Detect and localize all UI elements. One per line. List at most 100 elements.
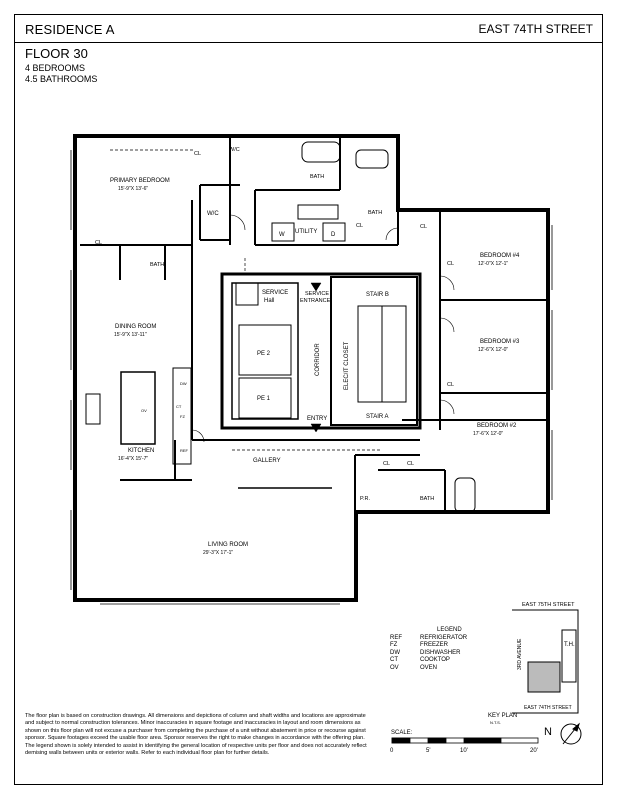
service-elevator xyxy=(235,282,259,306)
legend-row: CT COOKTOP xyxy=(390,657,467,665)
bathtub xyxy=(301,141,341,163)
label-fz: FZ xyxy=(180,414,185,419)
bathtub-2 xyxy=(355,149,389,169)
label-cl-1: CL xyxy=(194,151,201,157)
label-corridor: CORRIDOR xyxy=(315,343,321,376)
legend-label: REFRIGERATOR xyxy=(420,634,468,641)
label-bedroom4-dim: 12'-0"X 12'-1" xyxy=(478,261,508,267)
core-wall xyxy=(220,272,422,430)
scale-bar xyxy=(391,737,539,744)
label-wic: W/C xyxy=(229,147,240,153)
label-service-entrance-2: ENTRANCE xyxy=(300,298,331,304)
unit-summary: 4 BEDROOMS 4.5 BATHROOMS xyxy=(25,63,97,85)
label-bedroom2-dim: 17'-6"X 12'-0" xyxy=(473,431,503,437)
label-washer: W xyxy=(279,232,285,238)
keyplan-street-bottom: EAST 74TH STREET xyxy=(524,705,572,711)
label-dining-room: DINING ROOM xyxy=(115,324,156,330)
keyplan-nts: N.T.S. xyxy=(490,720,501,725)
label-bedroom4: BEDROOM #4 xyxy=(480,253,520,259)
legend-label: DISHWASHER xyxy=(420,649,461,656)
legend-code: OV xyxy=(390,664,399,671)
north-arrow xyxy=(560,722,582,745)
label-bath-4: BATH xyxy=(420,496,434,502)
legend-label: FREEZER xyxy=(420,642,449,648)
scale-tick-10: 10' xyxy=(460,748,468,754)
label-service-hall-2: Hall xyxy=(264,298,274,304)
legend: LEGEND REF REFRIGERATOR FZ FREEZER DW DISHW… xyxy=(390,627,467,672)
vanity xyxy=(297,204,339,220)
keyplan-avenue: 3RD AVENUE xyxy=(517,638,523,670)
elevator-pe1 xyxy=(238,377,292,419)
label-ov: OV xyxy=(141,408,147,413)
legend-title: LEGEND xyxy=(437,627,462,633)
header-rule xyxy=(14,42,603,43)
label-cl-4: CL xyxy=(420,224,427,230)
elevator-lobby xyxy=(231,282,299,420)
keyplan-th xyxy=(561,629,577,683)
windows xyxy=(70,150,553,605)
label-bedroom2: BEDROOM #2 xyxy=(477,423,517,429)
label-primary-bedroom-dim: 15'-9"X 13'-6" xyxy=(118,186,148,192)
legend-code: REF xyxy=(390,634,402,641)
disclaimer-text: The floor plan is based on construction … xyxy=(25,713,367,757)
legend-row: FZ FREEZER xyxy=(390,642,467,650)
residence-title: RESIDENCE A xyxy=(25,22,115,37)
keyplan-street-top: EAST 75TH STREET xyxy=(522,602,575,608)
bathtub-3 xyxy=(454,477,476,513)
scale-tick-5: 5' xyxy=(426,748,430,754)
label-cl-7: CL xyxy=(383,461,390,467)
legend-code: DW xyxy=(390,649,400,656)
exterior-wall xyxy=(73,134,550,602)
label-dw: DW xyxy=(180,381,187,386)
legend-code: FZ xyxy=(390,642,398,648)
keyplan-block xyxy=(512,609,579,714)
legend-row: DW DISHWASHER xyxy=(390,650,467,658)
legend-code: CT xyxy=(390,657,398,663)
legend-label: COOKTOP xyxy=(420,657,450,663)
label-service-hall-1: SERVICE xyxy=(262,290,288,296)
label-cl-6: CL xyxy=(447,382,454,388)
label-bath-3: BATH xyxy=(150,262,164,268)
label-kitchen-dim: 16'-4"X 15'-7" xyxy=(118,456,148,462)
legend-row: REF REFRIGERATOR xyxy=(390,635,467,643)
utility-washer xyxy=(271,222,295,242)
door-swings xyxy=(191,214,455,443)
north-label: N xyxy=(544,726,552,738)
scale-tick-0: 0 xyxy=(390,748,394,754)
label-wc: W/C xyxy=(207,211,219,217)
label-bedroom3: BEDROOM #3 xyxy=(480,339,520,345)
label-utility: UTILITY xyxy=(295,229,317,235)
label-cl-2: CL xyxy=(95,240,102,246)
label-pe1: PE 1 xyxy=(257,396,271,402)
label-pr: P.R. xyxy=(360,496,370,502)
interior-walls xyxy=(80,136,548,520)
scale-label: SCALE: xyxy=(391,730,413,736)
keyplan-building xyxy=(527,661,561,693)
label-entry: ENTRY xyxy=(307,416,327,422)
dashed-lines xyxy=(110,149,380,451)
label-ref: REF xyxy=(180,448,189,453)
entrance-arrow xyxy=(310,282,322,292)
label-pe2: PE 2 xyxy=(257,351,271,357)
entry-arrow xyxy=(310,423,322,433)
label-ct: CT xyxy=(176,404,182,409)
elevator-pe2 xyxy=(238,324,292,376)
utility-dryer xyxy=(322,222,346,242)
label-gallery: GALLERY xyxy=(253,458,281,464)
label-primary-bedroom: PRIMARY BEDROOM xyxy=(110,178,170,184)
label-stair-b: STAIR B xyxy=(366,292,389,298)
kitchen-island xyxy=(120,371,156,445)
bedroom-count: 4 BEDROOMS xyxy=(25,63,86,73)
label-cl-5: CL xyxy=(447,261,454,267)
label-living-room-dim: 29'-3"X 17'-1" xyxy=(203,550,233,556)
legend-label: OVEN xyxy=(420,664,438,671)
stair-core xyxy=(330,276,418,426)
label-elec-closet: ELEC/IT CLOSET xyxy=(344,341,350,390)
label-service-entrance-1: SERVICE xyxy=(305,291,329,297)
label-bath-1: BATH xyxy=(310,174,324,180)
page-frame xyxy=(14,14,603,785)
street-title: EAST 74TH STREET xyxy=(478,22,593,36)
kitchen-counter xyxy=(172,367,192,465)
label-dryer: D xyxy=(331,232,336,238)
